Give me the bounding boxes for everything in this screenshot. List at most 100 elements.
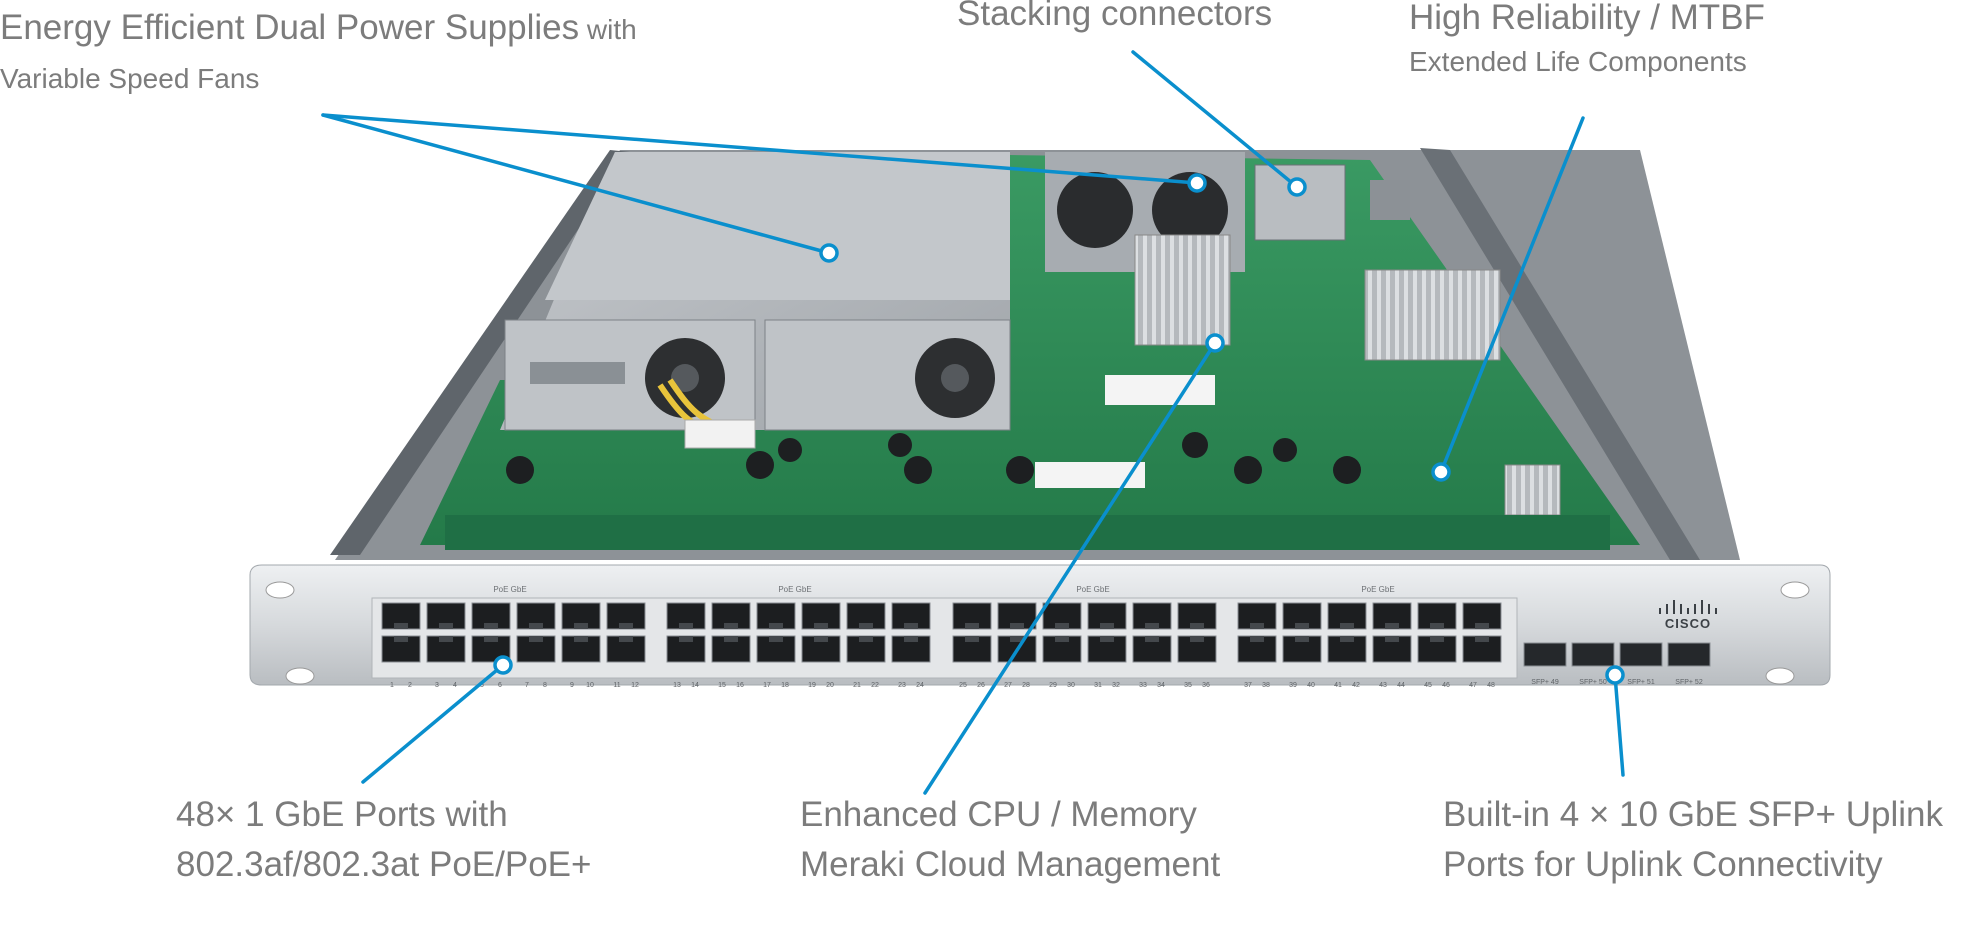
port-number-label: 11 bbox=[613, 682, 620, 689]
port-number-label: 29 bbox=[1049, 682, 1057, 689]
port-number-label: 16 bbox=[736, 682, 744, 689]
rj45-port-latch bbox=[1430, 636, 1444, 642]
rj45-port-latch bbox=[1250, 623, 1264, 629]
callout-power-label: Energy Efficient Dual Power Supplies wit… bbox=[0, 4, 637, 99]
rack-ear-hole-bl bbox=[285, 667, 315, 685]
port-number-label: 31 bbox=[1094, 682, 1102, 689]
rj45-port-latch bbox=[1340, 623, 1354, 629]
rj45-port-latch bbox=[1190, 623, 1204, 629]
callout-dot-power-a bbox=[1187, 173, 1207, 193]
port-number-label: 46 bbox=[1442, 682, 1450, 689]
port-number-label: 41 bbox=[1334, 682, 1342, 689]
rj45-port-latch bbox=[1385, 623, 1399, 629]
port-group-labels: PoE GbE PoE GbE PoE GbE PoE GbE bbox=[493, 585, 1394, 594]
callout-cpu-title: Enhanced CPU / Memory bbox=[800, 795, 1197, 834]
port-number-label: 38 bbox=[1262, 682, 1270, 689]
rj45-port bbox=[1132, 635, 1172, 663]
rj45-port-latch bbox=[1010, 636, 1024, 642]
rj45-ports bbox=[381, 602, 1502, 663]
rj45-port-latch bbox=[1295, 636, 1309, 642]
port-number-label: 26 bbox=[977, 682, 985, 689]
callout-stacking-title: Stacking connectors bbox=[957, 0, 1273, 33]
rack-ear-hole-br bbox=[1765, 667, 1795, 685]
rj45-port-latch bbox=[1145, 623, 1159, 629]
port-number-label: 23 bbox=[898, 682, 906, 689]
port-number-label: 28 bbox=[1022, 682, 1030, 689]
port-number-label: 36 bbox=[1202, 682, 1210, 689]
rj45-port-latch bbox=[439, 636, 453, 642]
port-number-label: 45 bbox=[1424, 682, 1432, 689]
rj45-port-latch bbox=[859, 623, 873, 629]
rj45-port-latch bbox=[1385, 636, 1399, 642]
callout-dot-cpu bbox=[1205, 333, 1225, 353]
sfp-port-labels: SFP+ 49 SFP+ 50 SFP+ 51 SFP+ 52 bbox=[1531, 679, 1703, 686]
port-number-label: 22 bbox=[871, 682, 879, 689]
small-heatsink bbox=[1504, 464, 1561, 516]
magnetics-row bbox=[445, 515, 1610, 550]
cpu-heatsink bbox=[1134, 234, 1231, 346]
power-supply-2 bbox=[764, 319, 1011, 431]
port-number-label: 14 bbox=[691, 682, 699, 689]
callout-line-reliability bbox=[1439, 116, 1585, 474]
callout-cpu-subtitle: Meraki Cloud Management bbox=[800, 845, 1221, 884]
rj45-port-latch bbox=[679, 623, 693, 629]
sfp-port-label: SFP+ 49 bbox=[1531, 679, 1559, 686]
callout-reliability-label: High Reliability / MTBF Extended Life Co… bbox=[1409, 0, 1765, 82]
port-number-label: 2 bbox=[408, 682, 412, 689]
cisco-wordmark: CISCO bbox=[1665, 616, 1711, 631]
port-number-label: 10 bbox=[586, 682, 594, 689]
rj45-port-latch bbox=[1055, 636, 1069, 642]
rj45-port-latch bbox=[529, 636, 543, 642]
callout-power-title: Energy Efficient Dual Power Supplies bbox=[0, 8, 580, 47]
board-label-2 bbox=[1035, 462, 1145, 488]
rj45-port-latch bbox=[1295, 623, 1309, 629]
callout-uplink-label: Built-in 4 × 10 GbE SFP+ Uplink Ports fo… bbox=[1443, 790, 1943, 890]
rj45-port-latch bbox=[484, 623, 498, 629]
callout-reliability-subtitle: Extended Life Components bbox=[1409, 46, 1747, 77]
group-label-4: PoE GbE bbox=[1361, 585, 1394, 594]
rj45-port-latch bbox=[1010, 623, 1024, 629]
capacitors bbox=[506, 432, 1361, 484]
callout-power-suffix: with bbox=[579, 14, 637, 45]
rj45-port-latch bbox=[1055, 623, 1069, 629]
port-number-label: 12 bbox=[631, 682, 639, 689]
callout-ports-label: 48× 1 GbE Ports with 802.3af/802.3at PoE… bbox=[176, 790, 591, 890]
sfp-port bbox=[1667, 642, 1711, 667]
rj45-port-latch bbox=[574, 636, 588, 642]
port-number-label: 40 bbox=[1307, 682, 1315, 689]
port-number-label: 20 bbox=[826, 682, 834, 689]
port-number-label: 43 bbox=[1379, 682, 1387, 689]
port-number-label: 34 bbox=[1157, 682, 1165, 689]
sfp-port-label: SFP+ 50 bbox=[1579, 679, 1607, 686]
sfp-port-label: SFP+ 51 bbox=[1627, 679, 1655, 686]
sfp-ports bbox=[1523, 642, 1711, 667]
port-number-label: 35 bbox=[1184, 682, 1192, 689]
callout-dot-power-b bbox=[819, 243, 839, 263]
rj45-port-latch bbox=[1475, 636, 1489, 642]
port-number-label: 17 bbox=[763, 682, 771, 689]
board-label-1 bbox=[1105, 375, 1215, 405]
port-number-label: 3 bbox=[435, 682, 439, 689]
rj45-port bbox=[561, 602, 601, 630]
rj45-port-latch bbox=[1100, 623, 1114, 629]
rj45-port-latch bbox=[394, 623, 408, 629]
rj45-port-latch bbox=[439, 623, 453, 629]
rj45-port-latch bbox=[574, 623, 588, 629]
callout-line-uplink bbox=[1613, 673, 1625, 777]
rj45-port-latch bbox=[859, 636, 873, 642]
callout-line-cpu bbox=[923, 341, 1217, 795]
stacking-connectors bbox=[1254, 164, 1410, 241]
group-label-3: PoE GbE bbox=[1076, 585, 1109, 594]
rj45-port-latch bbox=[814, 623, 828, 629]
callout-uplink-subtitle: Ports for Uplink Connectivity bbox=[1443, 845, 1883, 884]
rj45-port-latch bbox=[965, 636, 979, 642]
port-number-label: 33 bbox=[1139, 682, 1147, 689]
port-number-label: 25 bbox=[959, 682, 967, 689]
sfp-port-label: SFP+ 52 bbox=[1675, 679, 1703, 686]
callout-lines bbox=[321, 50, 1625, 795]
group-label-1: PoE GbE bbox=[493, 585, 526, 594]
port-number-label: 42 bbox=[1352, 682, 1360, 689]
callout-power-subtitle: Variable Speed Fans bbox=[0, 63, 260, 94]
rj45-port-latch bbox=[769, 623, 783, 629]
callout-dot-stacking bbox=[1287, 177, 1307, 197]
